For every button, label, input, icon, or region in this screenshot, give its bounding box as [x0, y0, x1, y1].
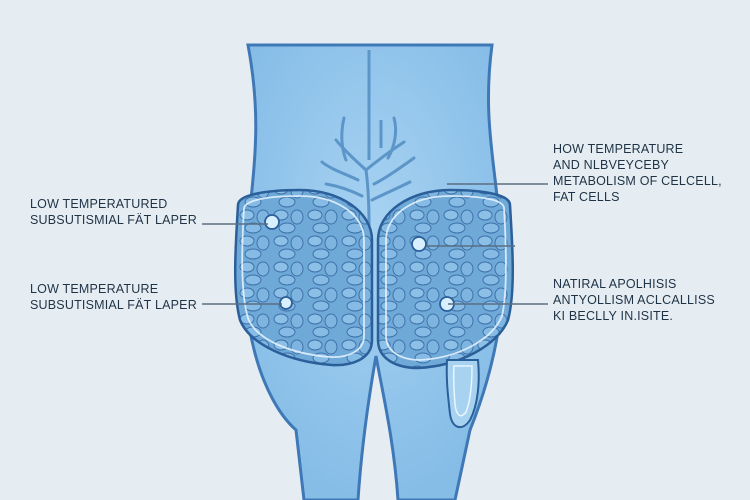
- fat-cell-marker-right-top: [411, 236, 427, 252]
- right-lower-extension: [445, 359, 480, 429]
- leader-lines: [202, 183, 548, 305]
- label-left-top-line1: LOW TEMPERATURED: [30, 197, 168, 211]
- label-right-bottom-line1: NATIRAL APOLHISIS: [553, 277, 677, 291]
- label-right-top-line4: FAT CELLS: [553, 190, 620, 204]
- fat-cell-marker-left-top: [264, 214, 280, 230]
- right-fat-lobe: [376, 188, 515, 370]
- label-right-top-line1: HOW TEMPERATURE: [553, 142, 684, 156]
- label-left-bottom: LOW TEMPERATURE SUBSUTISMIAL FÄT LAPER: [30, 281, 197, 313]
- label-right-top-line2: AND NLBVEYCEBY: [553, 158, 670, 172]
- label-right-bottom-line2: ANTYOLLISM ACLCALLISS: [553, 293, 715, 307]
- label-left-bottom-line1: LOW TEMPERATURE: [30, 282, 159, 296]
- fat-cell-marker-left-bottom: [279, 296, 293, 310]
- cell-markers: [264, 214, 455, 312]
- label-left-bottom-line2: SUBSUTISMIAL FÄT LAPER: [30, 298, 197, 312]
- left-fat-lobe: [233, 188, 374, 367]
- label-right-bottom: NATIRAL APOLHISIS ANTYOLLISM ACLCALLISS …: [553, 276, 715, 324]
- label-left-top-line2: SUBSUTISMIAL FÄT LAPER: [30, 213, 197, 227]
- label-right-top: HOW TEMPERATURE AND NLBVEYCEBY METABOLIS…: [553, 141, 722, 205]
- label-right-top-line3: METABOLISM OF CELCELL,: [553, 174, 722, 188]
- label-right-bottom-line3: KI BECLLY IN.ISITE.: [553, 309, 674, 323]
- vessel-tree: [320, 116, 416, 227]
- label-left-top: LOW TEMPERATURED SUBSUTISMIAL FÄT LAPER: [30, 196, 197, 228]
